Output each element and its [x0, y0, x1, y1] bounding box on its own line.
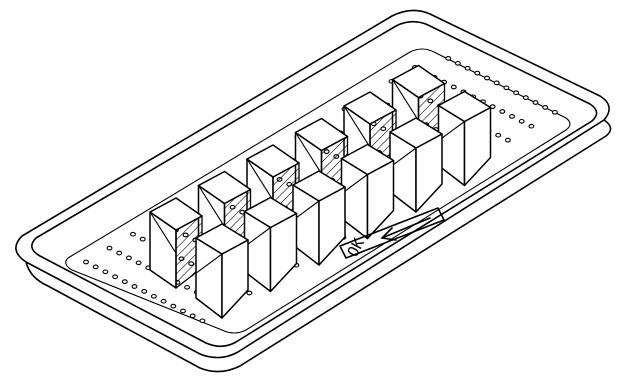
block-top-face	[292, 170, 346, 202]
wedge-diagonal	[198, 185, 225, 227]
perforation-hole	[499, 109, 506, 114]
perforation-hole	[131, 284, 138, 289]
perforation-hole	[135, 260, 142, 266]
perforation-hole	[504, 137, 511, 143]
wedge-top-face	[294, 117, 349, 152]
perforation-hole	[464, 65, 471, 71]
perforation-hole	[503, 85, 510, 91]
perforation-hole	[189, 313, 196, 319]
perforation-hole	[83, 259, 89, 265]
perforation-hole	[454, 60, 461, 66]
block-top-face	[389, 117, 443, 149]
wedge-top-face	[343, 91, 397, 125]
perforation-hole	[542, 105, 549, 110]
perforation-hole	[199, 318, 206, 324]
perforation-hole	[450, 84, 457, 90]
block-diagonal	[341, 174, 368, 195]
perforation-hole	[518, 118, 525, 124]
perforation-hole	[92, 264, 99, 270]
perforation-hole	[106, 245, 113, 251]
perforation-hole	[246, 290, 253, 296]
perforation-hole	[495, 132, 502, 138]
wedge-top-face	[197, 170, 252, 205]
wedge-top-face	[149, 197, 203, 231]
perforation-hole	[445, 56, 452, 61]
wedge-diagonal	[246, 158, 274, 201]
wedge-diagonal	[295, 132, 322, 174]
perforation-hole	[121, 279, 128, 284]
perforation-hole	[141, 289, 148, 294]
perforation-hole	[184, 284, 191, 290]
perforation-hole	[180, 308, 186, 314]
perforation-hole	[522, 95, 529, 100]
arrow-shaft	[381, 217, 431, 239]
wedge-diagonal	[392, 79, 419, 121]
block-top-face	[195, 223, 249, 255]
block-diagonal	[389, 147, 417, 168]
block-diagonal	[438, 121, 465, 142]
perforation-hole	[130, 231, 136, 237]
perforation-hole	[532, 100, 539, 105]
perforation-hole	[102, 269, 109, 275]
block-diagonal	[292, 200, 320, 221]
perforation-hole	[474, 70, 481, 76]
perforation-hole	[484, 75, 490, 81]
block-top-face	[243, 196, 298, 229]
perforation-hole	[112, 274, 119, 280]
tray-base-edge	[25, 119, 612, 373]
perforation-hole	[509, 114, 515, 119]
perforation-hole	[125, 255, 132, 261]
perforation-hole	[150, 293, 157, 299]
cut-pieces	[149, 64, 492, 319]
perforation-hole	[170, 303, 177, 309]
wedge-diagonal	[149, 211, 177, 254]
arrow-head-icon	[381, 227, 397, 241]
tray-inner-rim	[31, 20, 598, 348]
perforation-hole	[513, 90, 520, 96]
tray-floor	[65, 48, 571, 334]
wedge-top-face	[246, 144, 300, 178]
block-top-face	[437, 90, 492, 123]
perforation-hole	[160, 298, 167, 304]
wedge-top-face	[391, 64, 446, 99]
perforation-hole	[116, 250, 123, 256]
block-diagonal	[244, 227, 271, 248]
wedge-diagonal	[343, 105, 371, 148]
block-top-face	[340, 143, 395, 176]
perforation-hole	[493, 80, 500, 86]
perforation-hole	[551, 109, 558, 115]
block-diagonal	[195, 253, 223, 274]
perforation-hole	[139, 236, 146, 242]
perforation-hole	[528, 123, 535, 129]
